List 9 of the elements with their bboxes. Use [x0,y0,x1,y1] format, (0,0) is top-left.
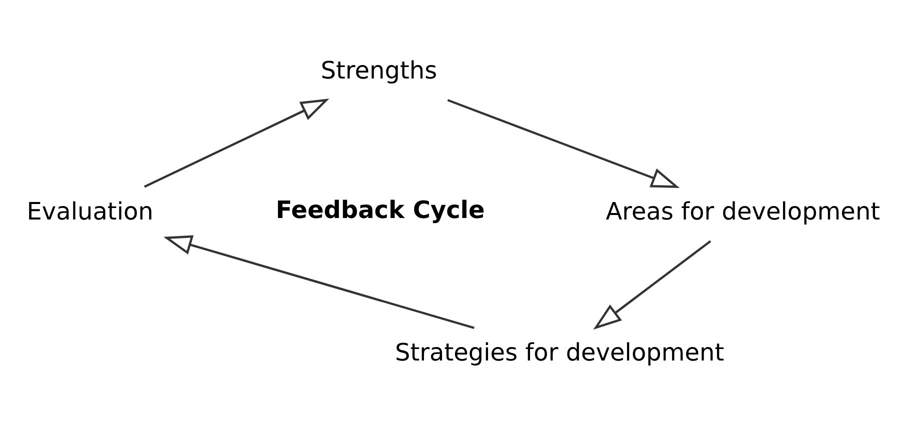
arrow [163,234,475,328]
node-text: Evaluation [26,197,154,226]
arrow [447,98,680,188]
node-text: Areas for development [606,197,880,226]
node-text: Strengths [320,56,438,84]
node-text: Feedback Cycle [276,196,485,224]
arrow [593,240,712,330]
node-text: Strategies for development [395,338,724,366]
arrow [144,98,330,188]
